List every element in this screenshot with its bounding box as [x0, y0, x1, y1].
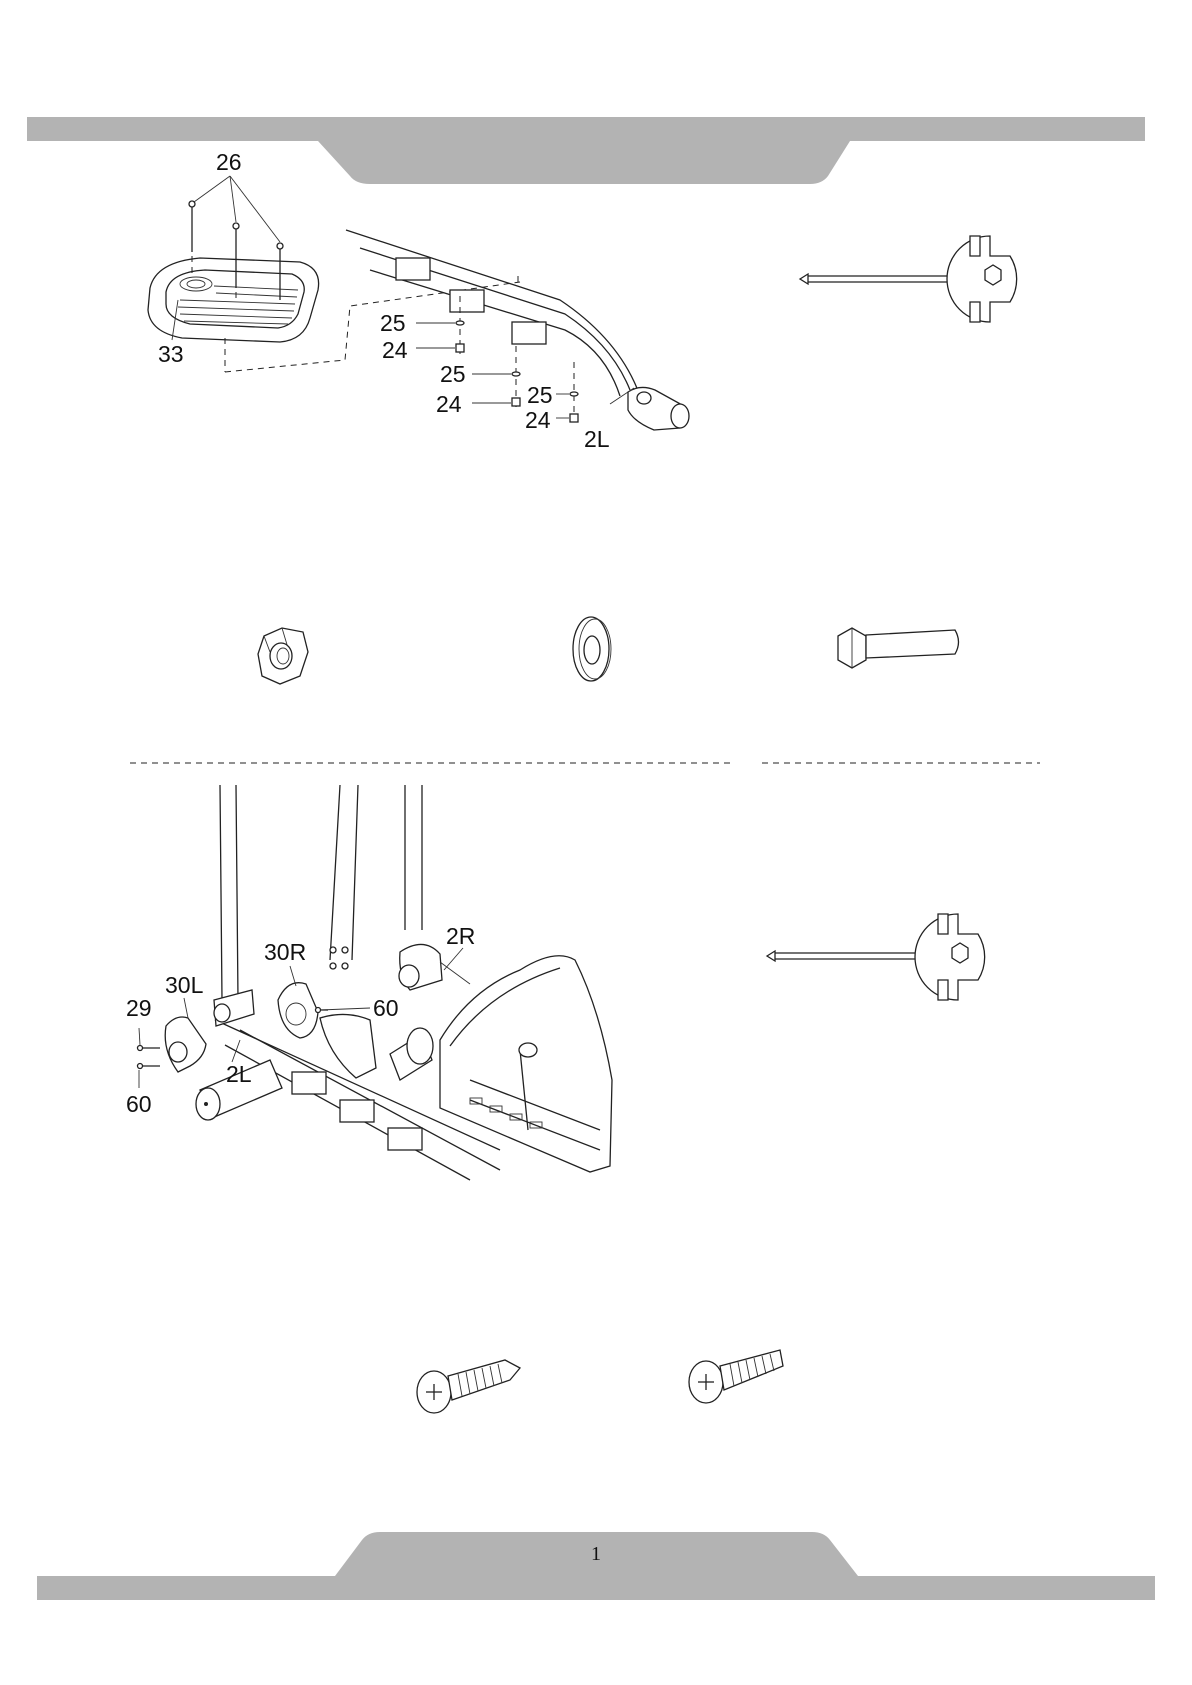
callout-24-a: 24 — [382, 337, 408, 363]
washer-icon — [573, 617, 611, 681]
callout-26: 26 — [216, 149, 242, 175]
header-band — [27, 117, 1145, 184]
page-number: 1 — [591, 1543, 601, 1565]
screw-icon — [417, 1360, 520, 1413]
bolt-icon — [838, 628, 959, 668]
wrench-screwdriver-icon — [800, 236, 1017, 322]
callout-30R: 30R — [264, 939, 306, 965]
step2-arm-diagram: 30R 2R 30L 29 60 2L 60 — [126, 785, 612, 1180]
callout-60-b: 60 — [126, 1091, 152, 1117]
screw-icon-2 — [689, 1350, 783, 1403]
callout-2L: 2L — [584, 426, 610, 452]
callout-60-a: 60 — [373, 995, 399, 1021]
step1-pedal-diagram: 26 33 25 24 25 24 25 24 2L — [148, 149, 689, 452]
callout-33: 33 — [158, 341, 184, 367]
callout-25-b: 25 — [440, 361, 466, 387]
footer-band: 1 — [37, 1532, 1155, 1600]
callout-30L: 30L — [165, 972, 204, 998]
callout-24-b: 24 — [436, 391, 462, 417]
wrench-screwdriver-icon-2 — [767, 914, 985, 1000]
callout-29: 29 — [126, 995, 152, 1021]
callout-24-c: 24 — [525, 407, 551, 433]
callout-25-c: 25 — [527, 382, 553, 408]
callout-2R: 2R — [446, 923, 475, 949]
callout-2L-b: 2L — [226, 1061, 252, 1087]
nut-icon — [258, 628, 308, 684]
callout-25-a: 25 — [380, 310, 406, 336]
